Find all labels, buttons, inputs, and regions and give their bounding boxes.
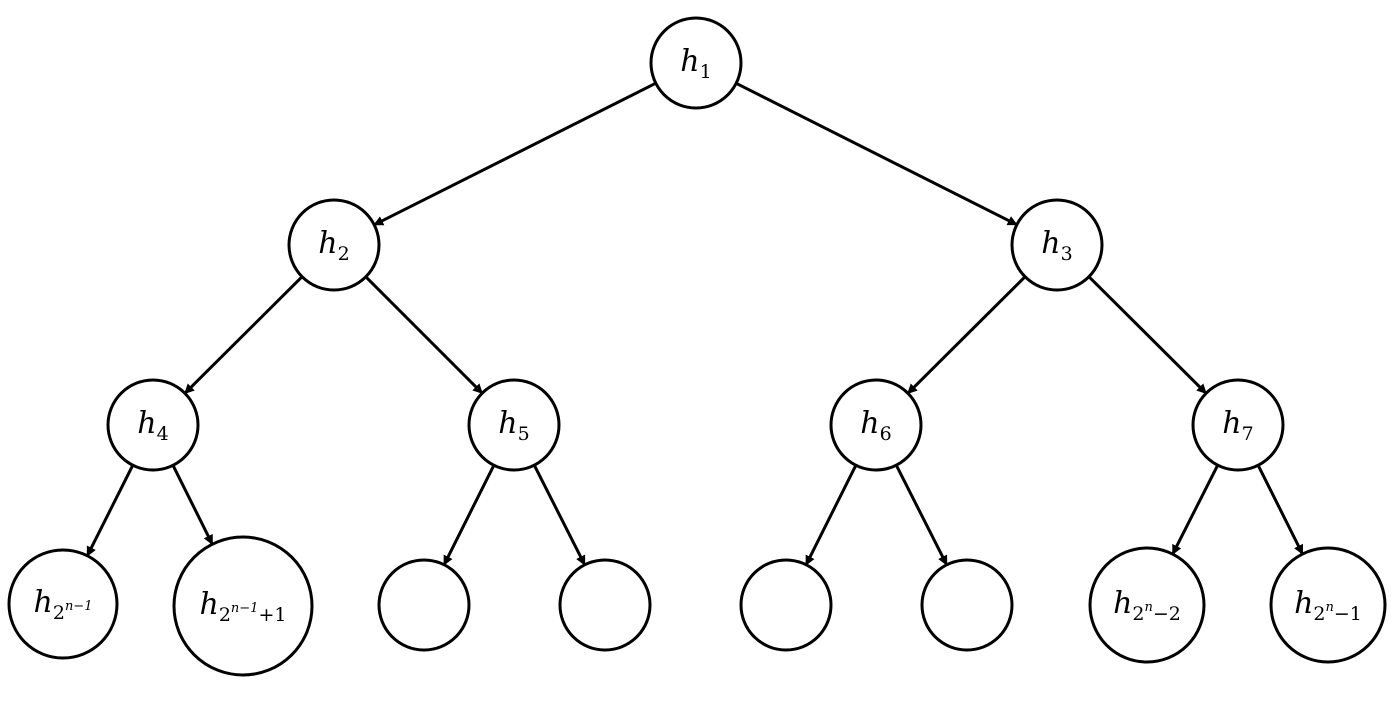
tree-node [739, 558, 833, 652]
node-circle [1010, 198, 1104, 292]
node-label: h2n−1 [34, 585, 93, 624]
edge-n2-n4 [183, 275, 304, 395]
tree-node [558, 558, 652, 652]
tree-node: h5 [467, 378, 561, 472]
node-circle [649, 16, 743, 110]
tree-node: h2n−1+1 [172, 535, 314, 677]
node-label: h6 [860, 406, 891, 445]
node-circle [1269, 546, 1387, 664]
node-label: h1 [680, 44, 711, 83]
node-circle [1191, 378, 1285, 472]
tree-node: h2n−1 [7, 548, 119, 660]
edges-layer [85, 81, 1304, 566]
edge-n7-n15 [1256, 464, 1304, 555]
node-circle [377, 558, 471, 652]
node-circle [1088, 546, 1206, 664]
node-label: h2n−2 [1113, 586, 1181, 625]
edge-n4-n8 [85, 464, 135, 557]
edge-n5-n11 [532, 464, 587, 566]
nodes-layer: h1 h2 h3 h4 h5 h6 h7 h2n−1 h2n−1+1 h2n−2 h2n−1 [7, 16, 1387, 677]
tree-node: h6 [829, 378, 923, 472]
edge-n1-n3 [735, 81, 1018, 227]
node-circle [172, 535, 314, 677]
tree-node: h7 [1191, 378, 1285, 472]
node-label: h2 [318, 226, 349, 265]
node-circle [829, 378, 923, 472]
node-circle [920, 558, 1014, 652]
edge-n6-n12 [804, 464, 858, 566]
node-circle [287, 198, 381, 292]
node-circle [467, 378, 561, 472]
edge-n3-n6 [906, 275, 1027, 395]
node-circle [558, 558, 652, 652]
node-label: h4 [137, 406, 168, 445]
tree-node: h4 [106, 378, 200, 472]
edge-n7-n14 [1171, 464, 1220, 555]
edge-n4-n9 [171, 464, 214, 546]
tree-node: h2 [287, 198, 381, 292]
tree-node: h2n−2 [1088, 546, 1206, 664]
node-circle [106, 378, 200, 472]
edge-n3-n7 [1087, 275, 1208, 395]
edge-n6-n13 [894, 464, 949, 566]
node-label: h7 [1222, 406, 1253, 445]
tree-node: h2n−1 [1269, 546, 1387, 664]
node-circle [7, 548, 119, 660]
node-label: h2n−1 [1294, 586, 1362, 625]
tree-node: h3 [1010, 198, 1104, 292]
node-label: h5 [498, 406, 529, 445]
edge-n2-n5 [364, 275, 484, 395]
node-circle [739, 558, 833, 652]
node-label: h3 [1041, 226, 1072, 265]
edge-n5-n10 [442, 464, 496, 566]
tree-node: h1 [649, 16, 743, 110]
tree-node [377, 558, 471, 652]
tree-node [920, 558, 1014, 652]
node-label: h2n−1+1 [200, 587, 287, 626]
edge-n1-n2 [373, 81, 657, 227]
